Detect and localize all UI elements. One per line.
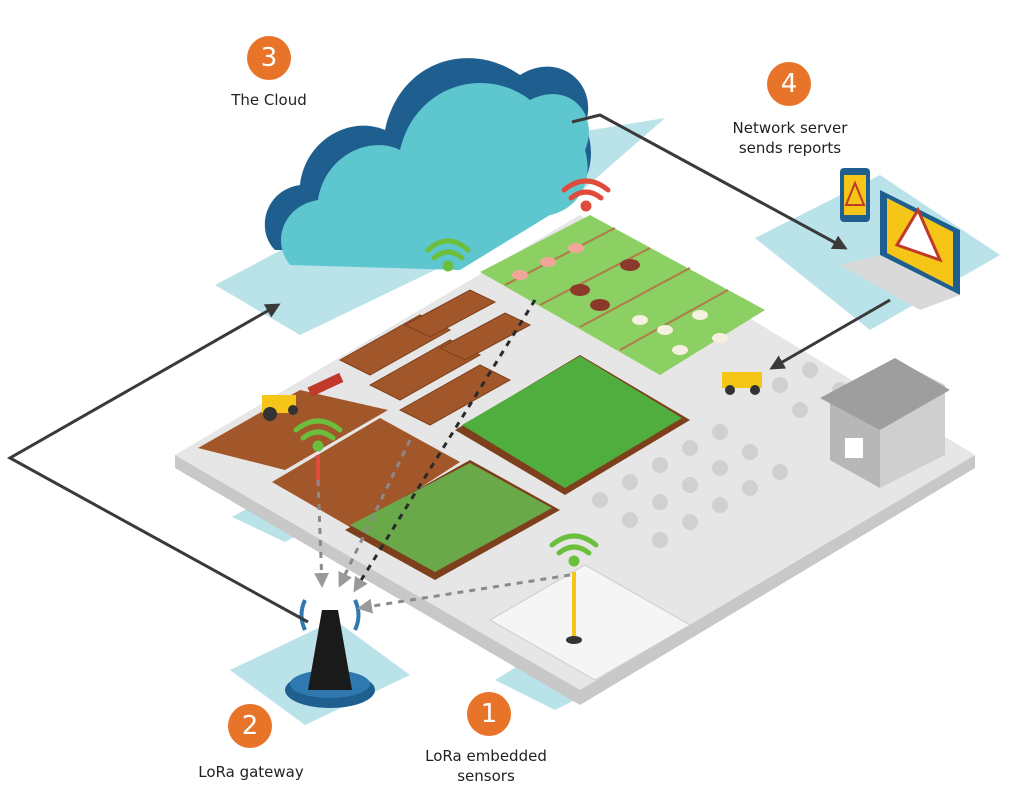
tractor-icon (262, 372, 344, 421)
step-label-lora-sensors: LoRa embedded sensors (416, 746, 556, 786)
barn-icon (820, 358, 950, 488)
plowed-field-2 (272, 418, 460, 530)
white-greenhouse-area (488, 564, 692, 681)
step-badge-1: 1 (467, 692, 511, 736)
plowed-field (198, 390, 388, 470)
step-badge-4: 4 (767, 62, 811, 106)
step-label-the-cloud: The Cloud (231, 91, 307, 109)
corn-field (455, 355, 690, 495)
wifi-signal-icon (293, 178, 611, 567)
laptop-warning-icon (840, 190, 960, 310)
step-label-line-1: LoRa embedded (425, 747, 547, 765)
data-flow-connectors (6, 113, 891, 624)
crop-beds-upper (338, 289, 532, 426)
livestock (512, 243, 728, 355)
phone-warning-icon (840, 168, 870, 222)
sensor-links (314, 299, 571, 614)
sensor-poles (316, 455, 582, 644)
step-label-network-server: Network server sends reports (716, 118, 864, 158)
vegetable-beds (345, 460, 560, 580)
pasture-field (480, 215, 765, 375)
truck-icon (722, 372, 762, 395)
step-badge-3: 3 (247, 36, 291, 80)
step-label-line-1: Network server (732, 119, 848, 137)
step-label-lora-gateway: LoRa gateway (198, 763, 304, 781)
step-badge-2: 2 (228, 704, 272, 748)
step-label-line-2: sensors (457, 767, 515, 785)
devices-shadow-panel (755, 175, 1000, 330)
cloud-icon (264, 58, 591, 270)
gateway-tower-icon (285, 599, 375, 708)
step-label-line-2: sends reports (738, 139, 842, 157)
